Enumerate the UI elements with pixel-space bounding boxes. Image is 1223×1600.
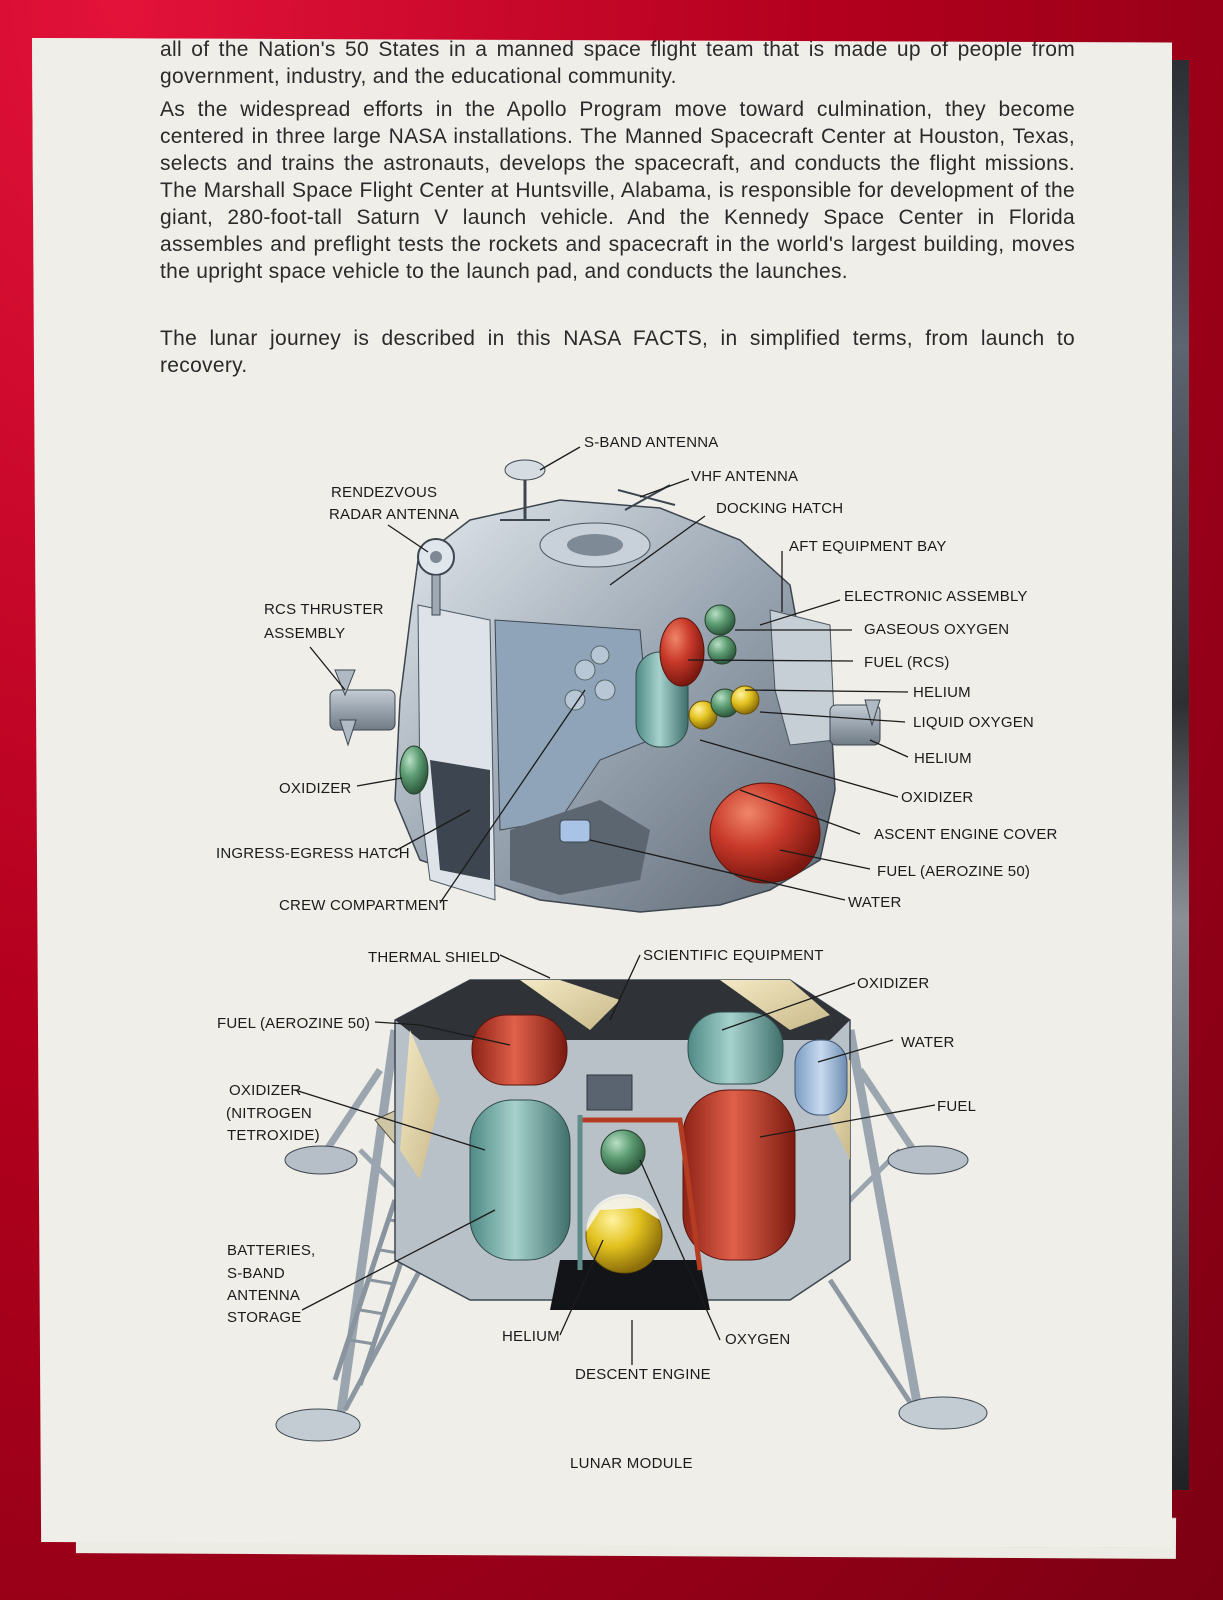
label-ingress-egress-hatch: INGRESS-EGRESS HATCH — [216, 845, 410, 862]
label-fuel-aerozine-left: FUEL (AEROZINE 50) — [217, 1015, 370, 1032]
label-oxidizer-right: OXIDIZER — [901, 789, 973, 806]
label-batteries-line4: STORAGE — [227, 1309, 301, 1326]
label-batteries-line3: ANTENNA — [227, 1287, 300, 1304]
label-ascent-engine-cover: ASCENT ENGINE COVER — [874, 826, 1058, 843]
label-vhf-antenna: VHF ANTENNA — [691, 468, 798, 485]
label-descent-engine: DESCENT ENGINE — [575, 1366, 711, 1383]
label-oxidizer-line3: TETROXIDE) — [227, 1127, 320, 1144]
label-oxidizer-left: OXIDIZER — [279, 780, 351, 797]
label-water-ascent: WATER — [848, 894, 902, 911]
label-fuel-aerozine-right: FUEL (AEROZINE 50) — [877, 863, 1030, 880]
label-helium-1: HELIUM — [913, 684, 971, 701]
label-rcs-thruster-line1: RCS THRUSTER — [264, 601, 384, 618]
label-water-descent: WATER — [901, 1034, 955, 1051]
label-oxidizer-top: OXIDIZER — [857, 975, 929, 992]
label-crew-compartment: CREW COMPARTMENT — [279, 897, 448, 914]
label-oxidizer-line1: OXIDIZER — [229, 1082, 301, 1099]
label-liquid-oxygen: LIQUID OXYGEN — [913, 714, 1034, 731]
paragraph-intro-continued: all of the Nation's 50 States in a manne… — [160, 38, 1075, 88]
label-electronic-assembly: ELECTRONIC ASSEMBLY — [844, 588, 1028, 605]
paragraph-installations: As the widespread efforts in the Apollo … — [160, 98, 1075, 283]
label-batteries-line1: BATTERIES, — [227, 1242, 315, 1259]
label-helium-2: HELIUM — [914, 750, 972, 767]
leader-lines — [294, 446, 936, 1365]
label-fuel-descent: FUEL — [937, 1098, 976, 1115]
label-docking-hatch: DOCKING HATCH — [716, 500, 843, 517]
label-rendezvous-line2: RADAR ANTENNA — [329, 506, 459, 523]
ascent-stage-drawing — [329, 459, 881, 913]
label-batteries-line2: S-BAND — [227, 1265, 285, 1282]
label-gaseous-oxygen: GASEOUS OXYGEN — [864, 621, 1009, 638]
label-rendezvous-line1: RENDEZVOUS — [331, 484, 437, 501]
label-oxygen: OXYGEN — [725, 1331, 790, 1348]
label-fuel-rcs: FUEL (RCS) — [864, 654, 950, 671]
figure-caption: LUNAR MODULE — [570, 1455, 693, 1472]
label-aft-equipment-bay: AFT EQUIPMENT BAY — [789, 538, 947, 555]
paragraph-journey: The lunar journey is described in this N… — [160, 327, 1075, 377]
label-s-band-antenna: S-BAND ANTENNA — [584, 434, 719, 451]
label-scientific-equipment: SCIENTIFIC EQUIPMENT — [643, 947, 824, 964]
label-thermal-shield: THERMAL SHIELD — [368, 949, 500, 966]
label-oxidizer-line2: (NITROGEN — [226, 1105, 312, 1122]
label-rcs-thruster-line2: ASSEMBLY — [264, 625, 345, 642]
label-helium-descent: HELIUM — [502, 1328, 560, 1345]
